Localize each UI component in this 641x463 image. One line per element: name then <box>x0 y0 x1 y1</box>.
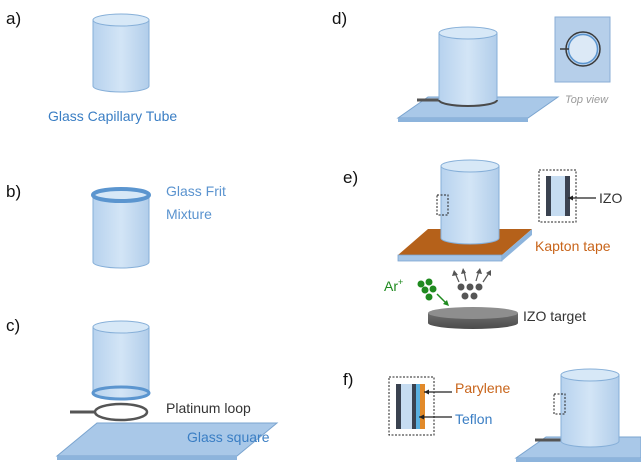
panel-e-label: e) <box>343 168 358 187</box>
panel-d-label: d) <box>332 9 347 28</box>
kapton-tape-label: Kapton tape <box>535 238 611 254</box>
parylene-label: Parylene <box>455 380 510 396</box>
izo-inset <box>538 169 596 223</box>
panel-a-label: a) <box>6 9 21 28</box>
glass-frit-label-line1: Glass Frit <box>166 183 226 199</box>
argon-ion-label: Ar+ <box>384 277 403 294</box>
glass-square-d <box>396 96 560 122</box>
capillary-tube-e <box>440 159 500 245</box>
izo-target-label: IZO target <box>523 308 586 324</box>
capillary-tube-a <box>92 13 150 93</box>
panel-f-label: f) <box>343 370 353 389</box>
parylene-teflon-inset <box>388 376 452 436</box>
panel-b-label: b) <box>6 182 21 201</box>
glass-capillary-tube-label: Glass Capillary Tube <box>48 108 177 124</box>
zoom-box-f <box>553 393 566 415</box>
argon-ions <box>417 278 449 306</box>
teflon-label: Teflon <box>455 411 492 427</box>
panel-c-label: c) <box>6 316 20 335</box>
capillary-tube-c <box>91 320 151 401</box>
izo-label: IZO <box>599 190 622 206</box>
glass-frit-label-line2: Mixture <box>166 206 212 222</box>
izo-target <box>428 307 518 329</box>
top-view-inset <box>554 16 611 83</box>
platinum-loop-label: Platinum loop <box>166 400 251 416</box>
glass-square-label: Glass square <box>187 429 270 445</box>
capillary-tube-b <box>91 187 151 269</box>
glass-frit-ring <box>91 187 151 203</box>
zoom-box-e <box>436 194 449 216</box>
capillary-tube-f <box>560 368 620 448</box>
glass-square-c <box>55 422 279 460</box>
platinum-loop-c <box>70 402 149 422</box>
sputtered-particles <box>452 268 491 300</box>
capillary-tube-d <box>438 26 498 107</box>
top-view-label: Top view <box>565 94 609 106</box>
